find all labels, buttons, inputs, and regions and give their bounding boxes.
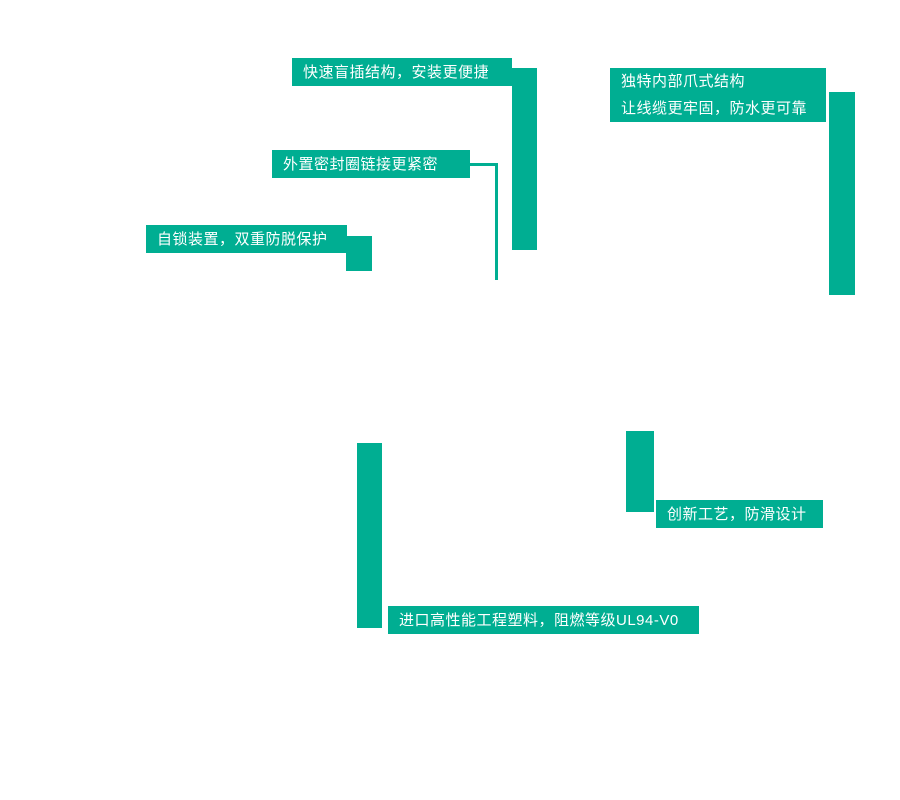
bar-left-small <box>346 236 372 271</box>
callout-quick-blind-plug: 快速盲插结构，安装更便捷 <box>292 58 512 86</box>
callout-imported-engineering-plastic: 进口高性能工程塑料，阻燃等级UL94-V0 <box>388 606 699 634</box>
callout-unique-claw-structure-line-1: 独特内部爪式结构 <box>621 73 746 90</box>
callout-external-seal-ring: 外置密封圈链接更紧密 <box>272 150 470 178</box>
callout-unique-claw-structure-line-2: 让线缆更牢固，防水更可靠 <box>621 100 808 117</box>
callout-self-locking-device-line-1: 自锁装置，双重防脱保护 <box>157 230 328 248</box>
bar-bottom-left <box>357 443 382 628</box>
callout-self-locking-device: 自锁装置，双重防脱保护 <box>146 225 347 253</box>
callout-external-seal-ring-line-1: 外置密封圈链接更紧密 <box>283 155 439 173</box>
callout-innovative-anti-slip-line-1: 创新工艺，防滑设计 <box>667 505 807 523</box>
callout-unique-claw-structure: 独特内部爪式结构让线缆更牢固，防水更可靠 <box>610 68 826 122</box>
callout-innovative-anti-slip: 创新工艺，防滑设计 <box>656 500 823 528</box>
bar-top-right <box>829 92 855 295</box>
seal-ring-connector-vertical-segment <box>495 163 498 280</box>
seal-ring-connector-horizontal-segment <box>470 163 498 166</box>
bar-top-center <box>512 68 537 250</box>
callout-imported-engineering-plastic-line-1: 进口高性能工程塑料，阻燃等级UL94-V0 <box>399 611 679 629</box>
bar-bottom-right <box>626 431 654 512</box>
callout-quick-blind-plug-line-1: 快速盲插结构，安装更便捷 <box>303 63 490 81</box>
